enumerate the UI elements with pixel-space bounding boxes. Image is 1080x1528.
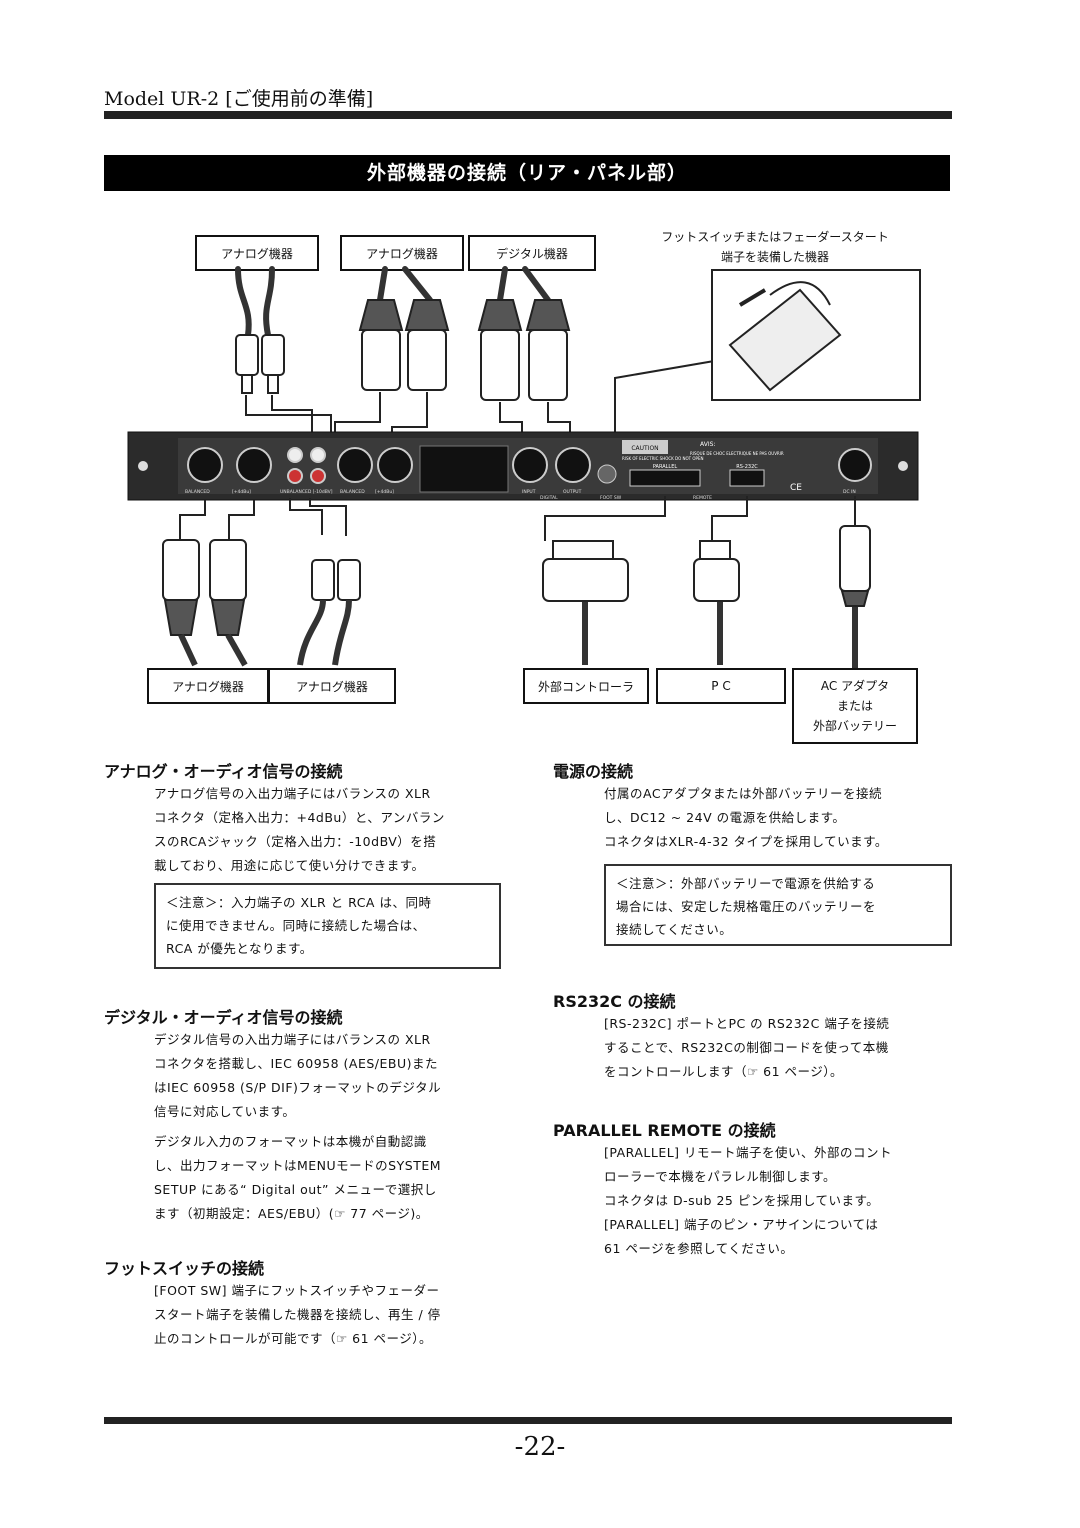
label-analog-device-3: アナログ機器: [147, 668, 269, 704]
rs232c-body: [RS-232C] ポートとPC の RS232C 端子を接続 することで、RS…: [604, 1016, 890, 1079]
power-note: ＜注意＞：外部バッテリーで電源を供給する 場合には、安定した規格電圧のバッテリー…: [604, 864, 952, 946]
xlr-plugs-top: [358, 299, 571, 401]
dsub-connectors: [542, 540, 740, 602]
heading-footswitch: フットスイッチの接続: [104, 1259, 265, 1278]
panel-input: INPUT: [522, 489, 536, 495]
footer-rule: [104, 1417, 952, 1424]
power-label-line2: または: [836, 699, 873, 713]
panel-caution: CAUTION: [631, 445, 658, 452]
panel-footsw: FOOT SW: [600, 495, 622, 501]
panel-avis-sub: RISQUE DE CHOC ELECTRIQUE NE PAS OUVRIR: [690, 451, 784, 456]
bottom-arrows: [179, 496, 856, 543]
panel-ce-mark: CE: [790, 483, 802, 493]
panel-output: OUTPUT: [563, 489, 582, 495]
analog-body: アナログ信号の入出力端子にはバランスの XLR コネクタ（定格入出力：+4dBu…: [154, 786, 445, 873]
section-title-bar: 外部機器の接続（リア・パネル部）: [104, 155, 950, 191]
analog-note: ＜注意＞：入力端子の XLR と RCA は、同時 に使用できません。同時に接続…: [154, 883, 501, 969]
diagram-svg: CAUTION AVIS: RISQUE DE CHOC ELECTRIQUE …: [127, 266, 921, 668]
panel-dcin: DC IN: [843, 489, 856, 495]
footswitch-caption: フットスイッチまたはフェーダースタート 端子を装備した機器: [630, 227, 920, 267]
panel-balanced-out: BALANCED: [340, 489, 365, 495]
panel-parallel-label: PARALLEL: [653, 464, 678, 470]
label-analog-device-4: アナログ機器: [268, 668, 396, 704]
footswitch-caption-line1: フットスイッチまたはフェーダースタート: [661, 230, 889, 244]
power-label-line1: AC アダプタ: [820, 679, 890, 693]
panel-plus4-in: [+4dBu]: [232, 489, 251, 495]
power-body: 付属のACアダプタまたは外部バッテリーを接続 し、DC12 ~ 24V の電源を…: [604, 786, 888, 849]
panel-avis: AVIS:: [700, 441, 715, 448]
label-analog-device-1: アナログ機器: [195, 235, 319, 271]
heading-analog: アナログ・オーディオ信号の接続: [104, 762, 343, 781]
panel-plus4-out: [+4dBu]: [375, 489, 394, 495]
footswitch-device: [711, 269, 921, 401]
digital-body-1: デジタル信号の入出力端子にはバランスの XLR コネクタを搭載し、IEC 609…: [154, 1032, 442, 1119]
rca-plugs-top: [235, 334, 285, 394]
label-external-controller: 外部コントローラ: [523, 668, 649, 704]
header-rule: [104, 111, 952, 119]
rca-plugs-bottom: [297, 559, 361, 666]
label-pc: P C: [656, 668, 786, 704]
parallel-body: [PARALLEL] リモート端子を使い、外部のコント ローラーで本機をパラレル…: [604, 1145, 893, 1256]
label-digital-device: デジタル機器: [468, 235, 596, 271]
label-power-source: AC アダプタ または 外部バッテリー: [792, 668, 918, 744]
heading-power: 電源の接続: [553, 762, 634, 781]
top-cables: [235, 266, 551, 338]
footswitch-body: [FOOT SW] 端子にフットスイッチやフェーダー スタート端子を装備した機器…: [154, 1283, 441, 1346]
power-label-line3: 外部バッテリー: [812, 719, 897, 733]
panel-digital: DIGITAL: [540, 495, 558, 501]
label-analog-device-2: アナログ機器: [340, 235, 464, 271]
panel-unbalanced: UNBALANCED [-10dBV]: [280, 489, 333, 495]
heading-rs232c: RS232C の接続: [553, 992, 676, 1011]
page-header-title: Model UR-2 [ご使用前の準備]: [104, 88, 374, 110]
power-connector: [839, 525, 871, 607]
bottom-cables: [178, 600, 858, 668]
heading-parallel: PARALLEL REMOTE の接続: [553, 1121, 776, 1140]
xlr-plugs-bottom: [162, 539, 247, 636]
rear-panel: CAUTION AVIS: RISQUE DE CHOC ELECTRIQUE …: [127, 431, 919, 501]
heading-digital: デジタル・オーディオ信号の接続: [104, 1008, 343, 1027]
panel-rs232c-label: RS-232C: [736, 464, 758, 470]
panel-balanced-in: BALANCED: [185, 489, 210, 495]
panel-remote: REMOTE: [693, 495, 712, 501]
digital-body-2: デジタル入力のフォーマットは本機が自動認識 し、出力フォーマットはMENUモード…: [154, 1134, 442, 1221]
footswitch-caption-line2: 端子を装備した機器: [720, 250, 829, 264]
panel-caution-sub: RISK OF ELECTRIC SHOCK DO NOT OPEN: [622, 456, 703, 461]
page-number: -22-: [514, 1432, 566, 1462]
